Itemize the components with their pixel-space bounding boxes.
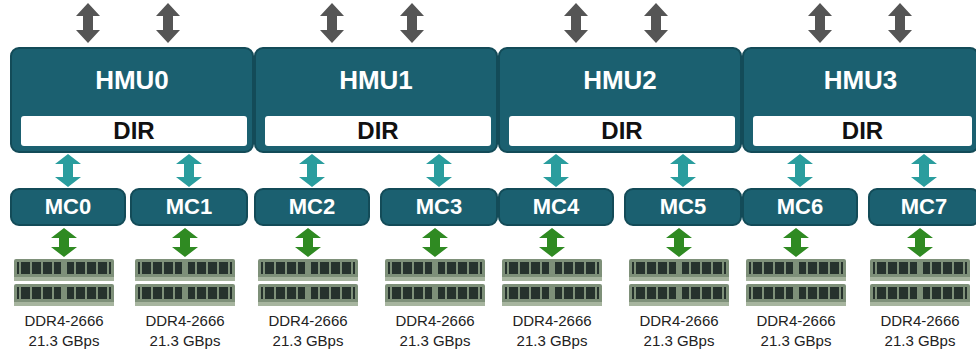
unit-title: HMU3 — [744, 65, 976, 95]
memory-spec: 21.3 GBps — [29, 332, 100, 350]
memory-spec: DDR4-2666 — [395, 312, 474, 330]
home-memory-unit: HMU1DIR — [254, 47, 498, 153]
directory-band: DIR — [509, 116, 735, 146]
memory-spec: DDR4-2666 — [512, 312, 591, 330]
memory-controller: MC0 — [10, 188, 126, 226]
memory-spec: 21.3 GBps — [517, 332, 588, 350]
controller-label: MC6 — [744, 190, 856, 224]
directory-link — [911, 154, 937, 187]
directory-link — [543, 154, 569, 187]
unit-title: HMU0 — [12, 65, 252, 95]
memory-spec: 21.3 GBps — [644, 332, 715, 350]
memory-spec: 21.3 GBps — [885, 332, 956, 350]
directory-link — [670, 154, 696, 187]
controller-label: MC0 — [12, 190, 124, 224]
directory-label: DIR — [753, 116, 972, 146]
memory-spec: DDR4-2666 — [756, 312, 835, 330]
unit-title: HMU1 — [256, 65, 496, 95]
controller-label: MC4 — [500, 190, 612, 224]
controller-label: MC7 — [870, 190, 976, 224]
memory-spec: DDR4-2666 — [639, 312, 718, 330]
memory-spec: DDR4-2666 — [880, 312, 959, 330]
unit-title: HMU2 — [500, 65, 740, 95]
dimm-modules — [14, 259, 970, 306]
controller-label: MC1 — [132, 190, 246, 224]
memory-spec: 21.3 GBps — [761, 332, 832, 350]
memory-controller: MC6 — [742, 188, 858, 226]
memory-controller: MC3 — [380, 188, 498, 226]
controller-label: MC2 — [256, 190, 368, 224]
home-memory-unit: HMU2DIR — [498, 47, 742, 153]
memory-controller: MC1 — [130, 188, 248, 226]
memory-spec: DDR4-2666 — [24, 312, 103, 330]
controller-label: MC3 — [382, 190, 496, 224]
memory-controller: MC7 — [868, 188, 976, 226]
directory-link — [176, 154, 202, 187]
memory-controller: MC5 — [624, 188, 742, 226]
directory-band: DIR — [21, 116, 247, 146]
directory-link — [299, 154, 325, 187]
memory-controller: MC2 — [254, 188, 370, 226]
memory-spec: DDR4-2666 — [145, 312, 224, 330]
home-memory-unit: HMU0DIR — [10, 47, 254, 153]
controller-label: MC5 — [626, 190, 740, 224]
memory-arrows — [51, 228, 933, 257]
memory-spec: 21.3 GBps — [150, 332, 221, 350]
io-arrows — [76, 3, 912, 43]
memory-spec: 21.3 GBps — [273, 332, 344, 350]
memory-spec: DDR4-2666 — [268, 312, 347, 330]
memory-spec: 21.3 GBps — [400, 332, 471, 350]
directory-band: DIR — [265, 116, 491, 146]
directory-label: DIR — [265, 116, 491, 146]
directory-link — [787, 154, 813, 187]
directory-label: DIR — [509, 116, 735, 146]
home-memory-unit: HMU3DIR — [742, 47, 976, 153]
directory-link — [55, 154, 81, 187]
directory-label: DIR — [21, 116, 247, 146]
directory-band: DIR — [753, 116, 972, 146]
directory-link — [426, 154, 452, 187]
memory-controller: MC4 — [498, 188, 614, 226]
